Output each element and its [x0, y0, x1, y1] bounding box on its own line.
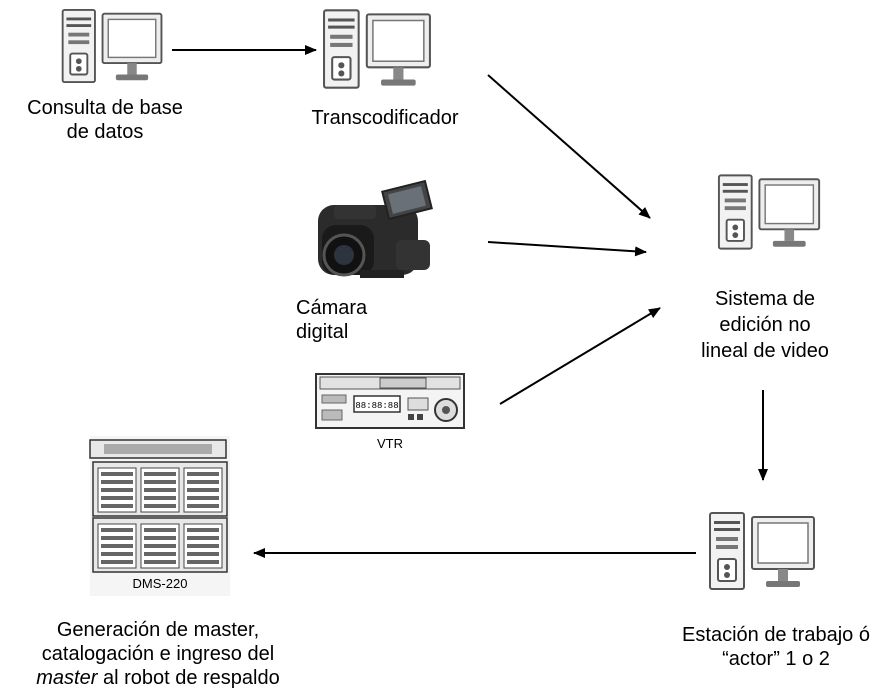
- db-query-label: Consulta de base de datos: [4, 96, 206, 144]
- editing-label: Sistema de edición no lineal de video: [680, 286, 850, 364]
- workstation-label-line1: Estación de trabajo ó: [682, 624, 870, 646]
- workstation-computer-icon: [708, 511, 816, 591]
- camera-label-line1: Cámara: [296, 297, 368, 319]
- vtr-label-text: VTR: [377, 436, 403, 451]
- dms-device-label-text: DMS-220: [132, 576, 188, 591]
- master-label-line3: master al robot de respaldo: [0, 666, 316, 690]
- transcoder-label: Transcodificador: [290, 106, 480, 130]
- db-query-label-line2: de datos: [66, 121, 144, 143]
- arrow-vtr-to-editing: [499, 307, 661, 405]
- db-query-label-line1: Consulta de base: [27, 97, 183, 119]
- camera-label: Cámara digital: [296, 296, 386, 344]
- master-label-italic: master: [36, 667, 98, 689]
- workstation-label: Estación de trabajo ó “actor” 1 o 2: [660, 623, 892, 671]
- vtr-deck-icon: 88:88:88: [315, 373, 465, 429]
- editing-label-line1: Sistema de: [714, 288, 816, 310]
- arrow-transcoder-to-editing: [487, 74, 651, 219]
- master-label-line1: Generación de master,: [56, 619, 260, 641]
- vtr-label: VTR: [360, 436, 420, 452]
- video-camera-icon: [318, 179, 433, 278]
- db-query-computer-icon: [61, 8, 163, 84]
- arrow-camera-to-editing: [487, 241, 647, 257]
- editing-label-line2: edición no: [719, 314, 811, 336]
- dms-device-label: DMS-220: [110, 576, 210, 592]
- master-label-rest: al robot de respaldo: [97, 667, 280, 689]
- transcoder-label-text: Transcodificador: [311, 107, 459, 129]
- storage-server-icon: [89, 436, 230, 596]
- master-label: Generación de master, catalogación e ing…: [0, 618, 316, 690]
- editing-label-line3: lineal de video: [701, 340, 829, 362]
- svg-text:88:88:88: 88:88:88: [355, 401, 398, 411]
- editing-computer-icon: [717, 174, 821, 250]
- camera-label-line2: digital: [296, 321, 349, 343]
- transcoder-computer-icon: [323, 9, 431, 89]
- workstation-label-line2: “actor” 1 o 2: [722, 648, 830, 670]
- master-label-line2: catalogación e ingreso del: [41, 643, 275, 665]
